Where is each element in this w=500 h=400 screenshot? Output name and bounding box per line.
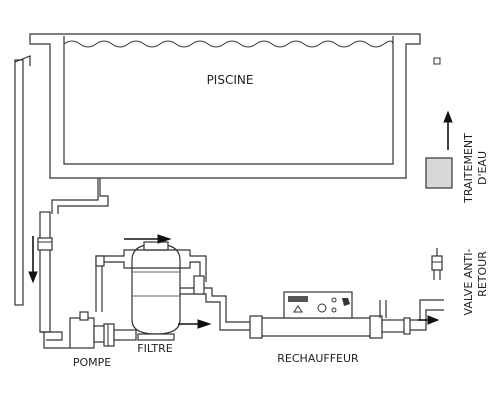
flow-arrow-top bbox=[124, 234, 172, 244]
pool-basin: PISCINE bbox=[29, 33, 421, 179]
water-treatment-label-line2: D'EAU bbox=[476, 151, 489, 185]
pump: POMPE bbox=[69, 311, 115, 369]
filter-label: FILTRE bbox=[137, 342, 173, 355]
suction-pipe bbox=[37, 178, 109, 349]
heater-label: RECHAUFFEUR bbox=[277, 352, 359, 365]
filter: FILTRE bbox=[131, 241, 181, 355]
return-pipe bbox=[14, 55, 31, 306]
water-surface bbox=[63, 40, 394, 48]
flow-arrow-outlet bbox=[418, 315, 440, 325]
water-treatment-label-line1: TRAITEMENT bbox=[462, 133, 475, 204]
water-treatment-unit: TRAITEMENT D'EAU bbox=[425, 57, 489, 204]
flow-arrow-down bbox=[28, 236, 38, 284]
pipe-pump-filter bbox=[113, 329, 137, 341]
filter-bypass-pipe bbox=[95, 249, 207, 312]
heater: RECHAUFFEUR bbox=[249, 291, 383, 365]
pipe-heater-outlet bbox=[379, 299, 444, 335]
check-valve-label-line1: VALVE ANTI- bbox=[462, 249, 475, 316]
check-valve: VALVE ANTI- RETOUR bbox=[431, 248, 489, 316]
pump-label: POMPE bbox=[73, 356, 111, 369]
pipe-filter-heater bbox=[180, 275, 256, 331]
check-valve-label-line2: RETOUR bbox=[476, 251, 489, 297]
pool-label: PISCINE bbox=[207, 73, 254, 87]
flow-arrow-middle bbox=[178, 319, 212, 329]
